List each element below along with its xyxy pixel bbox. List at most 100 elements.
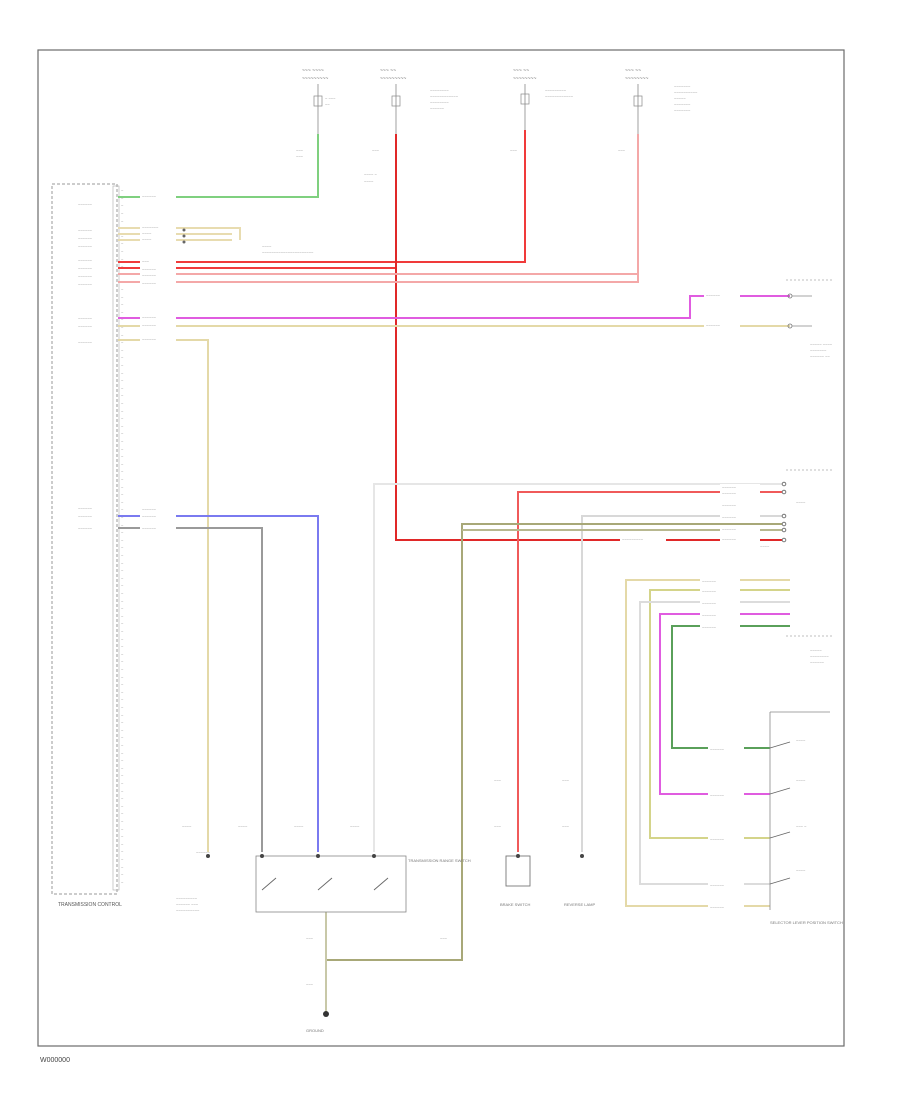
selector-connector: ~~~~ ~~~~ bbox=[760, 469, 832, 549]
tcm-pin-tick: ~ bbox=[121, 462, 124, 467]
wire-lightgray-2 bbox=[373, 483, 782, 852]
tcm-pin-tick: ~ bbox=[121, 500, 124, 505]
svg-text:~~~~: ~~~~ bbox=[350, 824, 360, 829]
tcm-pin-tick: ~ bbox=[121, 196, 124, 201]
tcm-pin-tick: ~ bbox=[121, 340, 124, 345]
fuse-block-4: ~~~ ~~ ~~~~~~~~ ~~~~~~~ ~~~~~~~~~~ ~~~~~… bbox=[618, 68, 698, 153]
tcm-pin-tick: ~ bbox=[121, 386, 124, 391]
tcm-pin-label: ~~~~~~ bbox=[78, 316, 93, 321]
svg-text:~~~~: ~~~~ bbox=[760, 544, 770, 549]
fuse-block-3: ~~~ ~~ ~~~~~~~~ ~~~~~~~~~ ~~~~~~~~~~~~ ~… bbox=[510, 68, 574, 153]
tcm-pin-tick: ~ bbox=[121, 781, 124, 786]
tcm-pin-tick: ~ bbox=[121, 735, 124, 740]
tcm-pin-tick: ~ bbox=[121, 674, 124, 679]
svg-text:~~~: ~~~ bbox=[306, 982, 314, 987]
svg-text:~~~~~~~~~: ~~~~~~~~~ bbox=[545, 88, 567, 93]
svg-text:~~~~~~~~~: ~~~~~~~~~ bbox=[176, 896, 198, 901]
tcm-pin-tick: ~ bbox=[121, 439, 124, 444]
tcm-pin-tick: ~ bbox=[121, 583, 124, 588]
svg-text:~~~~~~: ~~~~~~ bbox=[722, 515, 737, 520]
tcm-pin-tick: ~ bbox=[121, 363, 124, 368]
tcm-pin-tick: ~ bbox=[121, 629, 124, 634]
svg-text:~~~~~~: ~~~~~~ bbox=[722, 491, 737, 496]
wire-olive bbox=[326, 523, 782, 961]
svg-text:~~~: ~~~ bbox=[372, 148, 380, 153]
svg-text:~~~~: ~~~~ bbox=[142, 237, 152, 242]
svg-text:~~~~~ ~~~~: ~~~~~ ~~~~ bbox=[810, 342, 833, 347]
tcm-pin-tick: ~ bbox=[121, 553, 124, 558]
tcm-pin-tick: ~ bbox=[121, 705, 124, 710]
svg-text:~~~ ~: ~~~ ~ bbox=[796, 824, 807, 829]
tcm-pin-tick: ~ bbox=[121, 401, 124, 406]
tcm-pin-label: ~~~~~~ bbox=[78, 324, 93, 329]
tcm-pin-tick: ~ bbox=[121, 249, 124, 254]
tcm-pin-tick: ~ bbox=[121, 302, 124, 307]
tcm-pin-tick: ~ bbox=[121, 188, 124, 193]
tcm-pin-tick: ~ bbox=[121, 788, 124, 793]
svg-text:~~~~~~~~: ~~~~~~~~ bbox=[513, 76, 536, 82]
tcm-pin-tick: ~ bbox=[121, 872, 124, 877]
tcm-connector: TRANSMISSION CONTROL ~~~~~~~~~~~~~~~~~~~… bbox=[51, 183, 124, 908]
svg-text:~~~~~~~: ~~~~~~~ bbox=[810, 348, 827, 353]
tcm-pin-tick: ~ bbox=[121, 424, 124, 429]
svg-text:~~~~~~: ~~~~~~ bbox=[142, 194, 157, 199]
svg-text:~~~: ~~~ bbox=[562, 778, 570, 783]
tcm-pin-tick: ~ bbox=[121, 796, 124, 801]
tcm-pin-label: ~~~~~~ bbox=[78, 340, 93, 345]
svg-text:~~~~~~: ~~~~~~ bbox=[702, 589, 717, 594]
svg-text:~~~~: ~~~~ bbox=[796, 778, 806, 783]
tcm-pin-tick: ~ bbox=[121, 310, 124, 315]
tcm-pin-tick: ~ bbox=[121, 294, 124, 299]
svg-text:~~~~~~: ~~~~~~ bbox=[142, 507, 157, 512]
svg-text:~~~~~~: ~~~~~~ bbox=[710, 837, 725, 842]
tcm-pin-tick: ~ bbox=[121, 241, 124, 246]
ground-label: GROUND bbox=[306, 1028, 324, 1033]
svg-text:~~~~~~: ~~~~~~ bbox=[702, 601, 717, 606]
tcm-pin-tick: ~ bbox=[121, 355, 124, 360]
tcm-pin-tick: ~ bbox=[121, 530, 124, 535]
svg-text:~~~: ~~~ bbox=[440, 936, 448, 941]
tcm-pin-tick: ~ bbox=[121, 568, 124, 573]
svg-text:~~~~~~: ~~~~~~ bbox=[142, 267, 157, 272]
tcm-pin-tick: ~ bbox=[121, 211, 124, 216]
tcm-pin-tick: ~ bbox=[121, 203, 124, 208]
svg-text:~~~~~~~~~: ~~~~~~~~~ bbox=[622, 537, 644, 542]
svg-text:~~~: ~~~ bbox=[306, 936, 314, 941]
svg-text:~~: ~~ bbox=[325, 102, 330, 107]
svg-text:~~~~~~: ~~~~~~ bbox=[142, 337, 157, 342]
svg-text:~~~~~~~~: ~~~~~~~~ bbox=[430, 88, 449, 93]
svg-text:~~~~~~: ~~~~~~ bbox=[710, 747, 725, 752]
svg-text:~~~~: ~~~~ bbox=[262, 244, 272, 249]
svg-text:~~~~~~~: ~~~~~~~ bbox=[142, 225, 159, 230]
svg-text:~~~~~~: ~~~~~~ bbox=[706, 293, 721, 298]
svg-text:~~~~~~: ~~~~~~ bbox=[142, 273, 157, 278]
tcm-pin-tick: ~ bbox=[121, 256, 124, 261]
svg-text:~~~~: ~~~~ bbox=[796, 500, 806, 505]
tcm-pin-tick: ~ bbox=[121, 218, 124, 223]
tcm-pin-tick: ~ bbox=[121, 538, 124, 543]
tcm-pin-tick: ~ bbox=[121, 720, 124, 725]
svg-text:~~~~~~: ~~~~~~ bbox=[810, 660, 825, 665]
tcm-pin-tick: ~ bbox=[121, 849, 124, 854]
wire-darkgreen-right bbox=[671, 625, 790, 749]
tcm-pin-tick: ~ bbox=[121, 317, 124, 322]
diagram-frame bbox=[37, 49, 845, 1047]
svg-text:~~~~ ~: ~~~~ ~ bbox=[364, 172, 377, 177]
selector-lever-switch: ~~~~ ~~~~ ~~~ ~ ~~~~ SELECTOR LEVER POSI… bbox=[769, 711, 843, 925]
svg-text:~~~~~~~~~~~~~~~~~~~~~~: ~~~~~~~~~~~~~~~~~~~~~~ bbox=[262, 250, 314, 255]
wire-red-reverse bbox=[517, 491, 782, 852]
tcm-pin-tick: ~ bbox=[121, 804, 124, 809]
tcm-pin-tick: ~ bbox=[121, 652, 124, 657]
tcm-pin-tick: ~ bbox=[121, 348, 124, 353]
range-switch: TRANSMISSION RANGE SWITCH ~~~~~~~~~ ~~~~… bbox=[176, 854, 471, 913]
svg-text:~~~~: ~~~~ bbox=[796, 738, 806, 743]
tcm-pin-tick: ~ bbox=[121, 773, 124, 778]
svg-text:~~~~~~: ~~~~~~ bbox=[702, 613, 717, 618]
svg-text:~~~~~~: ~~~~~~ bbox=[706, 323, 721, 328]
svg-text:~~~~~~: ~~~~~~ bbox=[196, 850, 211, 855]
tcm-pin-tick: ~ bbox=[121, 598, 124, 603]
tcm-pin-tick: ~ bbox=[121, 492, 124, 497]
svg-text:~~~: ~~~ bbox=[510, 148, 518, 153]
svg-text:~~~~~~~~~: ~~~~~~~~~ bbox=[380, 76, 406, 82]
svg-text:~~~~~~: ~~~~~~ bbox=[142, 323, 157, 328]
